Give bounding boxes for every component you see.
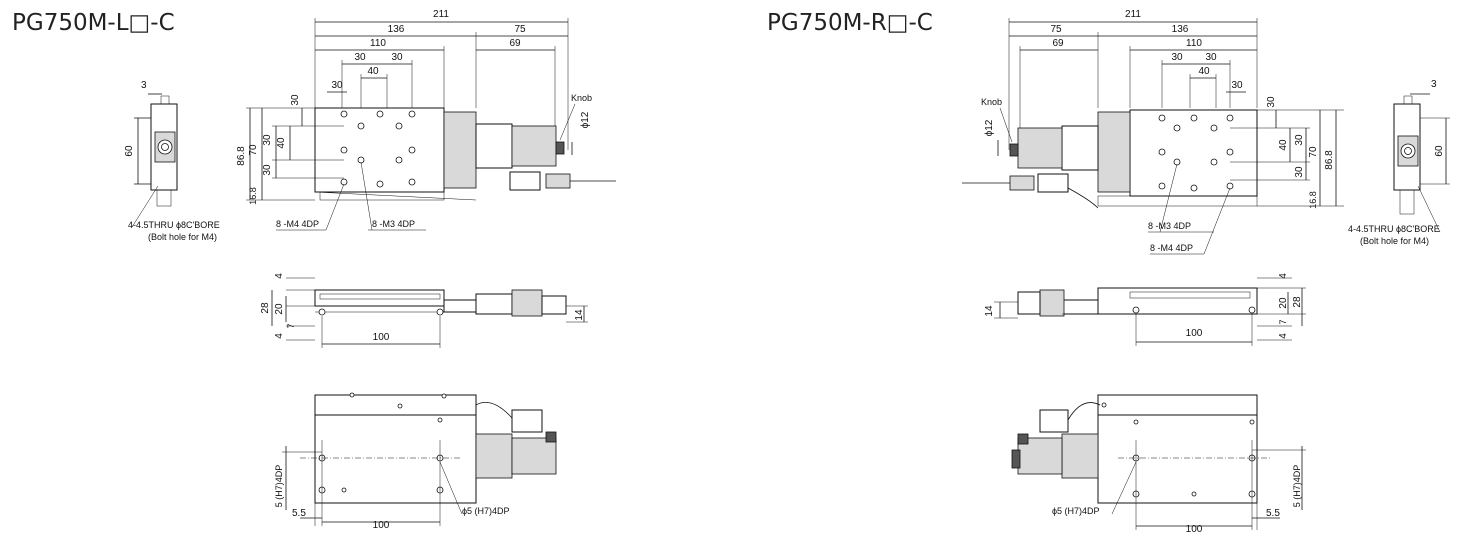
dim-136-right: 136 xyxy=(1172,24,1189,35)
dim-knob-right: ϕ12 xyxy=(984,119,995,136)
dim-100-side-right: 100 xyxy=(1186,328,1203,339)
dim-30a-left: 30 xyxy=(354,52,366,63)
right-end-view: 60 3 4-4.5THRU ϕ8C'BORE (Bolt hole for M… xyxy=(1348,79,1450,246)
dim-30e-right: 30 xyxy=(1294,134,1305,146)
pin-label-right: ϕ5 (H7)4DP xyxy=(1052,506,1100,516)
dim-14-left: 14 xyxy=(574,309,585,321)
dim-3-right: 3 xyxy=(1431,79,1437,90)
dim-40b-left: 40 xyxy=(276,137,287,149)
dim-3-left: 3 xyxy=(141,80,147,91)
knob-label-left: Knob xyxy=(571,93,592,103)
dim-28-right: 28 xyxy=(1292,296,1303,308)
m3-label-left: 8 -M3 4DP xyxy=(372,219,415,229)
right-side-view: 28 20 4 4 7 14 100 xyxy=(984,273,1306,346)
model-left: PG750M-L□-C 60 3 4-4.5THRU ϕ8C'BORE (Bol… xyxy=(12,9,616,531)
dim-75-left: 75 xyxy=(514,24,526,35)
dim-110-right: 110 xyxy=(1186,38,1202,49)
right-top-holes xyxy=(1158,114,1234,192)
dim-4a-left: 4 xyxy=(274,273,285,279)
dim-30b-right: 30 xyxy=(1205,52,1217,63)
dim-110-left: 110 xyxy=(370,38,386,49)
dim-69-right: 69 xyxy=(1052,38,1064,49)
dim-16_8-right: 16.8 xyxy=(1308,191,1318,209)
right-top-view: 211 75 136 69 110 30 30 40 30 xyxy=(962,9,1344,255)
dim-100-bottom-right: 100 xyxy=(1186,524,1203,535)
dim-4b-left: 4 xyxy=(274,333,285,339)
bolt-sub-left: (Bolt hole for M4) xyxy=(148,232,217,242)
model-right: PG750M-R□-C 211 75 136 69 110 30 30 40 3… xyxy=(767,9,1450,535)
dim-70-left: 70 xyxy=(248,144,259,156)
dim-100-bottom-left: 100 xyxy=(373,520,390,531)
dim-4a-right: 4 xyxy=(1278,273,1289,279)
dim-30f-right: 30 xyxy=(1294,166,1305,178)
m3-label-right: 8 -M3 4DP xyxy=(1148,221,1191,231)
bolt-sub-right: (Bolt hole for M4) xyxy=(1360,236,1429,246)
bolt-label-right: 4-4.5THRU ϕ8C'BORE xyxy=(1348,224,1440,234)
dim-28-left: 28 xyxy=(260,302,271,314)
dim-7-right: 7 xyxy=(1278,319,1288,324)
dim-30d-left: 30 xyxy=(290,94,301,106)
dim-30c-left: 30 xyxy=(331,80,343,91)
dim-70-right: 70 xyxy=(1308,146,1319,158)
dim-75-right: 75 xyxy=(1050,24,1062,35)
model-left-title: PG750M-L□-C xyxy=(12,10,175,36)
left-end-view: 60 3 4-4.5THRU ϕ8C'BORE (Bolt hole for M… xyxy=(124,80,220,242)
dim-69-left: 69 xyxy=(509,38,521,49)
dim-pin-depth-left: 5 (H7)4DP xyxy=(274,465,284,508)
m4-label-right: 8 -M4 4DP xyxy=(1150,243,1193,253)
dim-5_5-left: 5.5 xyxy=(292,508,306,519)
left-top-view: 211 136 75 110 69 30 30 40 30 xyxy=(236,9,616,231)
dim-14-right: 14 xyxy=(984,305,995,317)
dim-5_5-right: 5.5 xyxy=(1266,508,1280,519)
model-right-title: PG750M-R□-C xyxy=(767,10,933,36)
dim-60-right: 60 xyxy=(1434,145,1445,157)
dim-16_8-left: 16.8 xyxy=(248,187,258,205)
dim-40-left: 40 xyxy=(367,66,379,77)
dim-4b-right: 4 xyxy=(1278,333,1289,339)
right-bottom-view: 100 5.5 5 (H7)4DP ϕ5 (H7)4DP xyxy=(1011,394,1306,535)
left-side-view: 28 20 4 4 7 14 100 xyxy=(260,273,588,348)
dim-pin-depth-right: 5 (H7)4DP xyxy=(1292,465,1302,508)
dim-211-right: 211 xyxy=(1125,9,1141,20)
dim-86_8-left: 86.8 xyxy=(236,146,247,166)
pin-label-left: ϕ5 (H7)4DP xyxy=(462,506,510,516)
dim-20-right: 20 xyxy=(1278,297,1289,309)
dim-30e-left: 30 xyxy=(262,134,273,146)
m4-label-left: 8 -M4 4DP xyxy=(276,219,319,229)
dim-211-left: 211 xyxy=(433,9,449,20)
dim-20-left: 20 xyxy=(274,303,285,315)
dim-knob-left: ϕ12 xyxy=(580,111,591,128)
dim-30a-right: 30 xyxy=(1171,52,1183,63)
dim-30b-left: 30 xyxy=(391,52,403,63)
left-top-holes xyxy=(340,110,416,188)
bolt-label-left: 4-4.5THRU ϕ8C'BORE xyxy=(128,220,220,230)
dim-7-left: 7 xyxy=(286,323,296,328)
dim-136-left: 136 xyxy=(388,24,405,35)
left-bottom-view: 100 5.5 5 (H7)4DP ϕ5 (H7)4DP xyxy=(274,392,557,531)
dim-30c-right: 30 xyxy=(1231,80,1243,91)
dim-86_8-right: 86.8 xyxy=(1324,150,1335,170)
dim-100-side-left: 100 xyxy=(373,332,390,343)
dim-30d-right: 30 xyxy=(1266,96,1277,108)
dim-30f-left: 30 xyxy=(262,164,273,176)
dim-60-left: 60 xyxy=(124,145,135,157)
dim-40b-right: 40 xyxy=(1278,139,1289,151)
knob-label-right: Knob xyxy=(981,97,1002,107)
dim-40-right: 40 xyxy=(1198,66,1210,77)
